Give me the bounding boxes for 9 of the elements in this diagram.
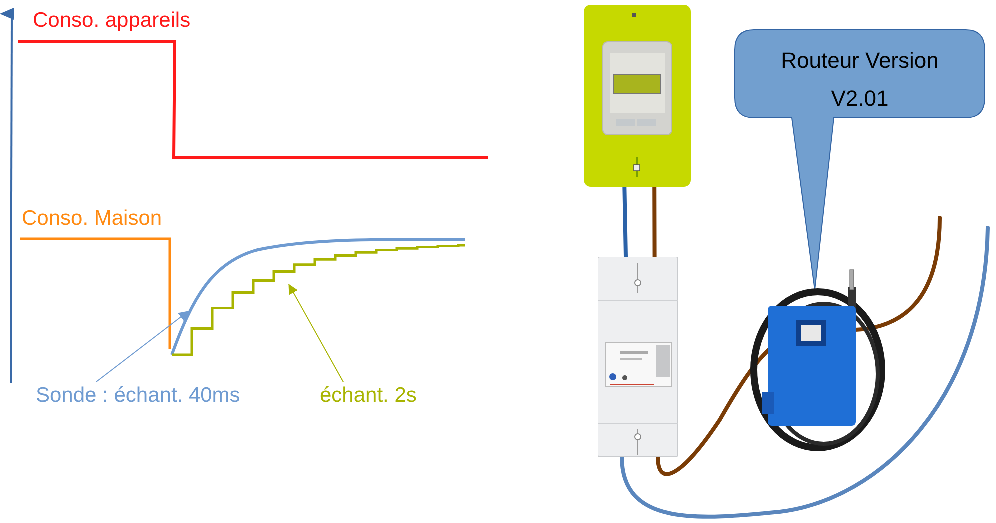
callout-text: Sonde : échant. 40ms <box>36 383 242 409</box>
wire <box>620 226 990 519</box>
curve-label: Conso. appareils <box>33 8 191 34</box>
wire <box>652 185 657 259</box>
curve-label: Conso. Maison <box>22 206 162 232</box>
leader-line <box>288 284 344 382</box>
callout-text: échant. 2s <box>320 383 418 409</box>
leader-line <box>96 311 189 382</box>
wire <box>622 185 628 259</box>
